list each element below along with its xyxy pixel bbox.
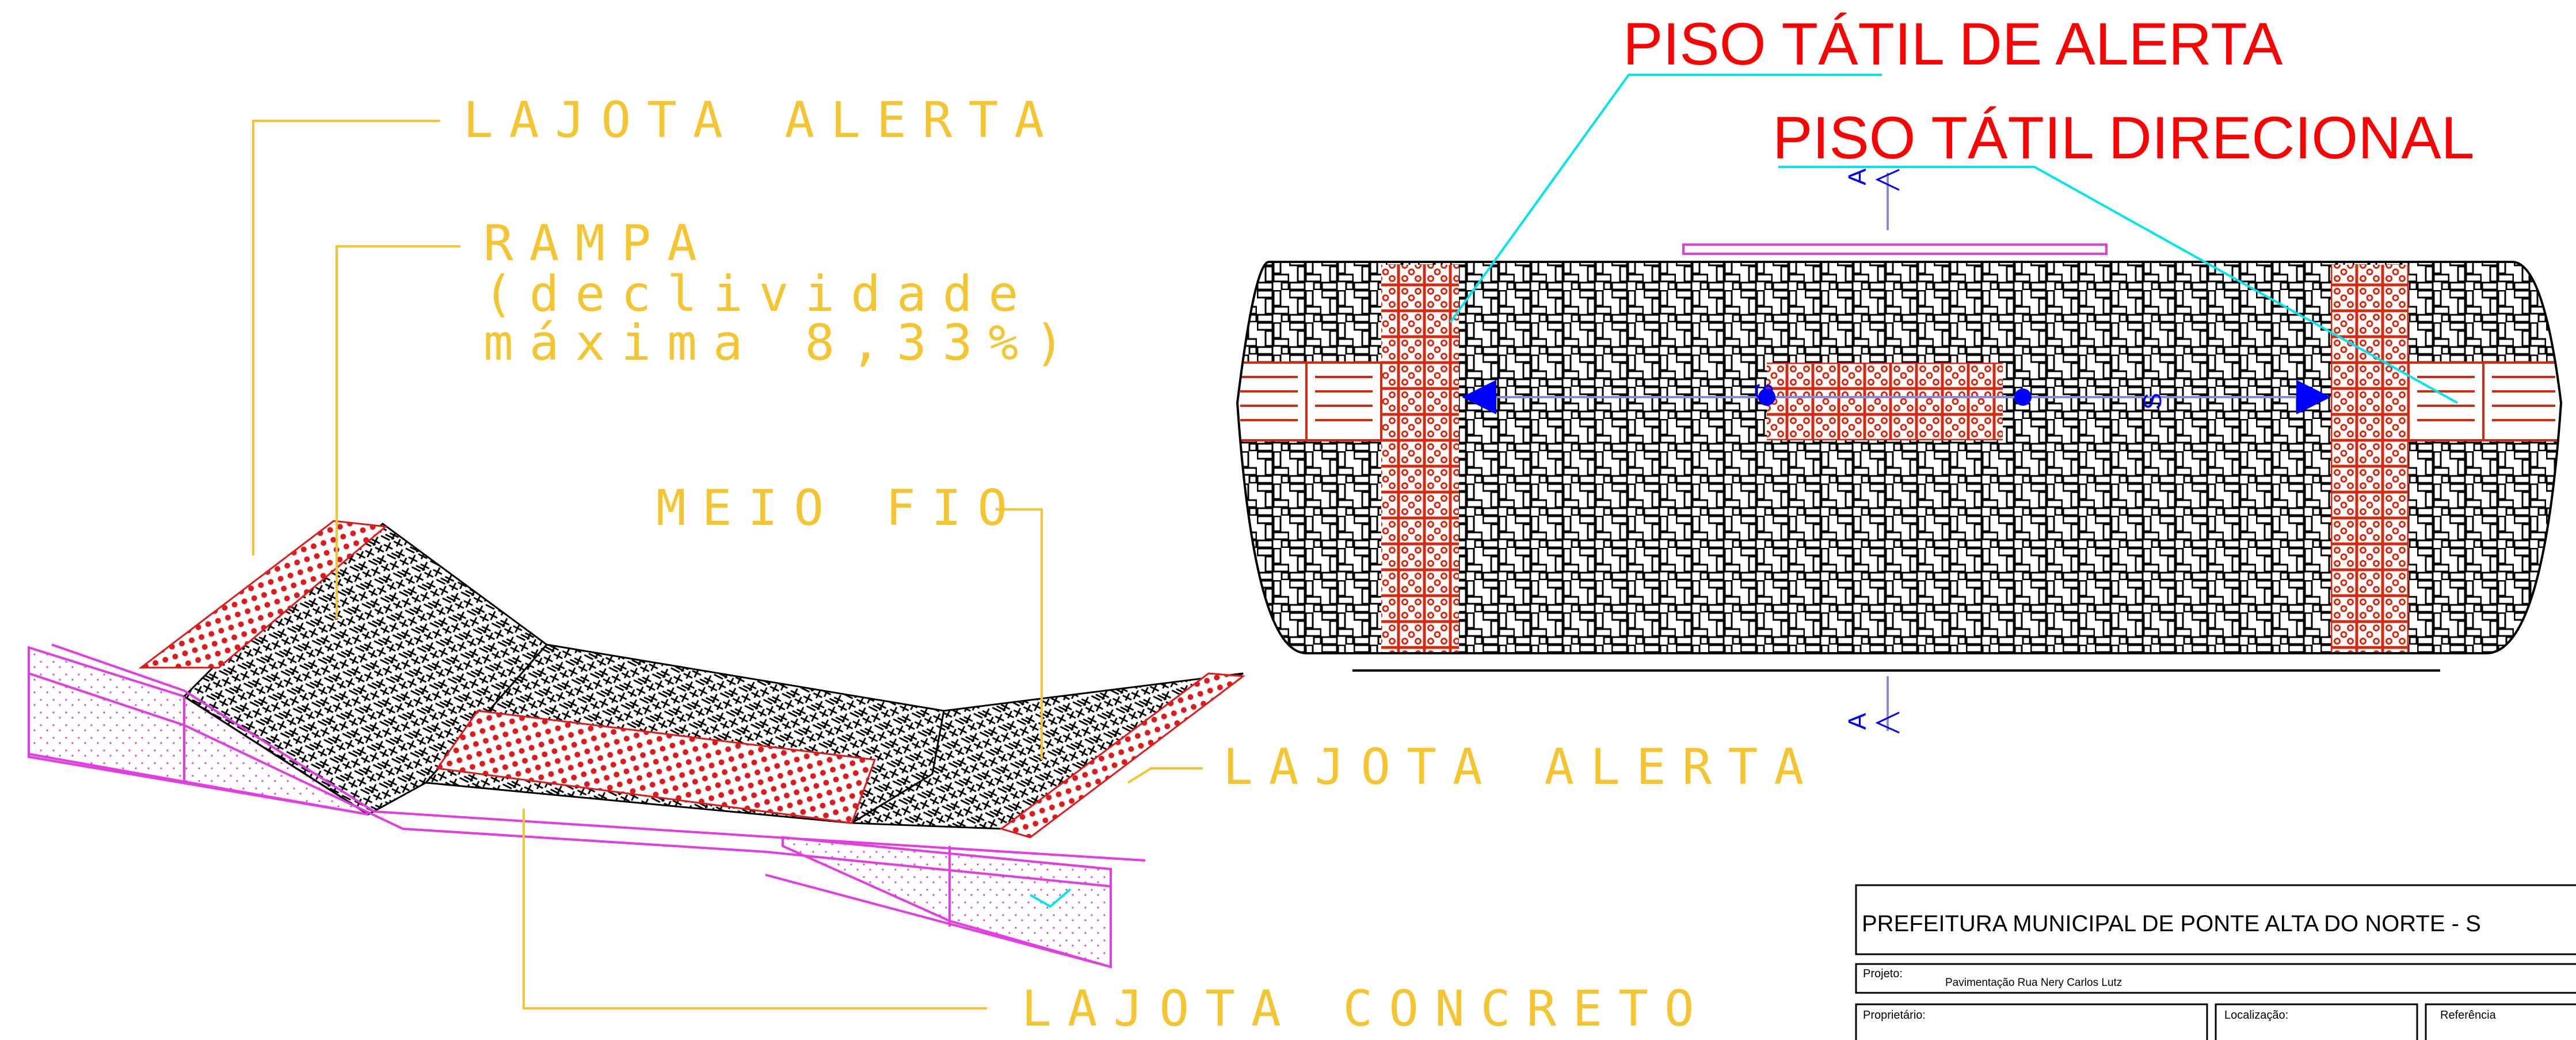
iso-sidewalk-right (782, 836, 1112, 969)
arrow-left-head (1462, 380, 1496, 414)
section-a-bottom: A (1843, 713, 1872, 730)
iso-ramp (28, 520, 1246, 969)
slope-mark-left: S (1750, 383, 1778, 399)
plan-directional-right (2407, 361, 2561, 441)
iso-alert-band-top (138, 520, 388, 669)
label-lajota-alerta-right: LAJOTA ALERTA (1223, 738, 1820, 796)
plan-view: S S A A (1236, 168, 2563, 734)
plan-slope-arrows: S S (1462, 380, 2331, 414)
plan-directional-left (1237, 361, 1382, 441)
plan-magenta-bar (1682, 243, 2108, 255)
plan-alert-strip-left (1381, 265, 1459, 653)
localizacao-label: Localização: (2224, 1009, 2288, 1022)
arrow-right-head (2296, 380, 2331, 414)
projeto-value: Pavimentação Rua Nery Carlos Lutz (1945, 977, 2122, 989)
slope-dot-left (1758, 388, 1775, 406)
plan-leaders (1449, 74, 2458, 404)
proprietario-label: Proprietário: (1863, 1009, 1926, 1022)
slope-dot-right (2014, 388, 2032, 406)
iso-leaders (252, 120, 1203, 1009)
title-block-header: PREFEITURA MUNICIPAL DE PONTE ALTA DO NO… (1862, 911, 2481, 936)
label-lajota-concreto: LAJOTA CONCRETO (1022, 980, 1710, 1038)
label-lajota-alerta-top: LAJOTA ALERTA (463, 92, 1060, 149)
iso-cyan-mark (1030, 888, 1072, 908)
plan-outline (1236, 261, 2563, 654)
projeto-label: Projeto: (1863, 967, 1903, 980)
label-piso-tatil-direcional: PISO TÁTIL DIRECIONAL (1773, 105, 2474, 172)
title-block-proprietario-box (1855, 1003, 2208, 1040)
label-rampa: RAMPA (483, 215, 713, 272)
section-cut-top: A (1843, 168, 1900, 230)
title-block-projeto-box (1855, 963, 2576, 994)
title-block-referencia-box (2425, 1003, 2576, 1040)
iso-alert-band-curb (436, 710, 877, 824)
label-rampa-declividade: (declividade (483, 265, 1034, 323)
title-block: PREFEITURA MUNICIPAL DE PONTE ALTA DO NO… (1855, 884, 2576, 1040)
slope-mark-right: S (2139, 393, 2167, 410)
section-a-top: A (1843, 168, 1872, 185)
label-piso-tatil-alerta: PISO TÁTIL DE ALERTA (1623, 11, 2283, 78)
section-cut-bottom: A (1843, 676, 1900, 734)
plan-alert-strip-right (2331, 265, 2409, 653)
label-rampa-maxima: máxima 8,33%) (483, 314, 1080, 372)
iso-alert-band-right (999, 672, 1246, 839)
iso-ramp-right-flare (848, 672, 1244, 830)
referencia-label: Referência (2440, 1009, 2497, 1022)
title-block-localizacao-box (2215, 1003, 2418, 1040)
iso-road-lines (28, 643, 1146, 968)
title-block-header-box (1855, 884, 2576, 955)
label-meio-fio: MEIO FIO (656, 479, 1023, 537)
plan-alert-center (1767, 363, 2003, 440)
